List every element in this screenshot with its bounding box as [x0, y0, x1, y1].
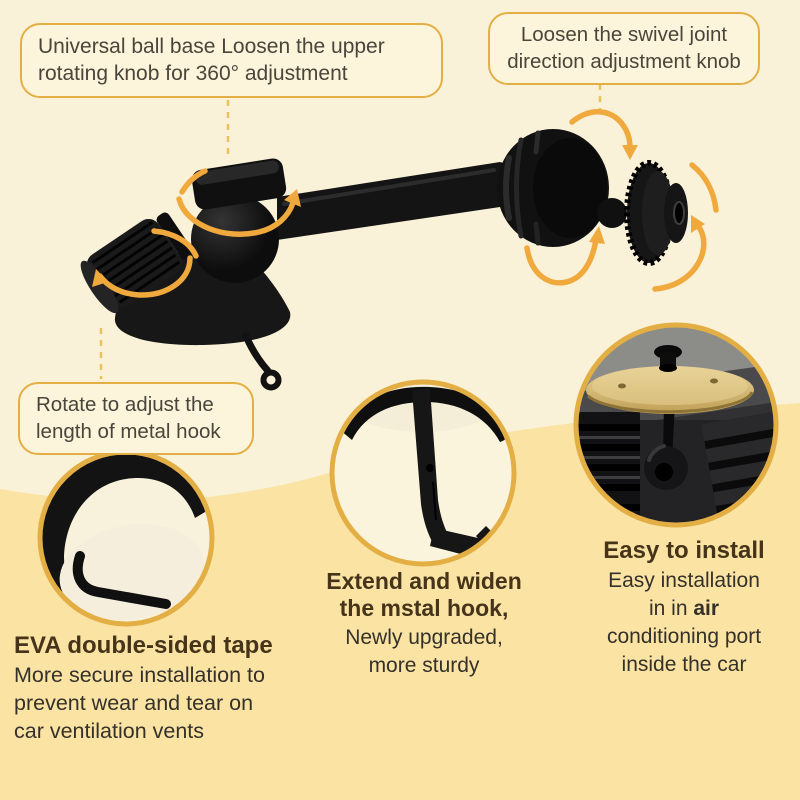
callout-text-line: Rotate to adjust the: [36, 393, 214, 416]
callout-universal-ball-base: Universal ball base Loosen the upper rot…: [20, 23, 443, 98]
callout-metal-hook: Rotate to adjust the length of metal hoo…: [18, 382, 254, 456]
feature-text-line: conditioning port: [606, 624, 762, 648]
callout-text-line: Loosen the swivel joint: [520, 23, 728, 46]
callout-swivel-joint: Loosen the swivel joint direction adjust…: [488, 12, 760, 86]
feature-easy-install: Easy to install Easy installation in in …: [578, 537, 790, 677]
upper-rotating-knob: [191, 158, 287, 210]
rotation-arrow-icon: [176, 196, 296, 237]
direction-adjustment-knob: [624, 160, 688, 266]
rotation-arrow-icon: [652, 224, 707, 292]
callout-text-line: length of metal hook: [36, 419, 221, 443]
feature-text-line: in in air: [648, 596, 720, 620]
feature-text-line: prevent wear and tear on: [14, 690, 254, 715]
rotation-arrow-icon: [524, 237, 599, 286]
rotation-arrow-icon: [569, 109, 633, 150]
feature-text-line: Newly upgraded,: [345, 625, 503, 649]
feature-text-line: inside the car: [621, 653, 747, 677]
callout-text-line: Universal ball base Loosen the upper: [38, 35, 385, 58]
rotation-arrow-icon: [97, 255, 193, 298]
rotation-arrow-icon: [151, 228, 199, 259]
callout-text-line: direction adjustment knob: [507, 49, 741, 73]
rotation-arrow-icon: [689, 162, 719, 213]
feature-text-line: car ventilation vents: [14, 719, 205, 744]
callout-text-line: rotating knob for 360° adjustment: [38, 62, 348, 86]
metal-hook-photo: [329, 379, 517, 567]
metal-hook: [242, 332, 282, 391]
rotation-arrows: [92, 109, 719, 298]
feature-eva-tape: EVA double-sided tape More secure instal…: [14, 632, 314, 745]
ball-pivot: [191, 195, 279, 283]
feature-text-line: More secure installation to: [14, 662, 265, 687]
eva-tape-photo: [37, 449, 215, 627]
feature-metal-hook: Extend and widen the mstal hook, Newly u…: [308, 568, 540, 678]
arm-bar: [277, 162, 512, 240]
feature-title: Extend and widen the mstal hook,: [326, 568, 522, 621]
feature-title: Easy to install: [603, 537, 765, 564]
mount-arm-product: [80, 129, 688, 391]
feature-text-line: Easy installation: [608, 568, 760, 592]
rotation-arrow-icon: [179, 168, 208, 195]
feature-title: EVA double-sided tape: [14, 632, 273, 659]
feature-text-line: more sturdy: [368, 654, 480, 677]
swivel-joint-knob: [497, 129, 609, 247]
